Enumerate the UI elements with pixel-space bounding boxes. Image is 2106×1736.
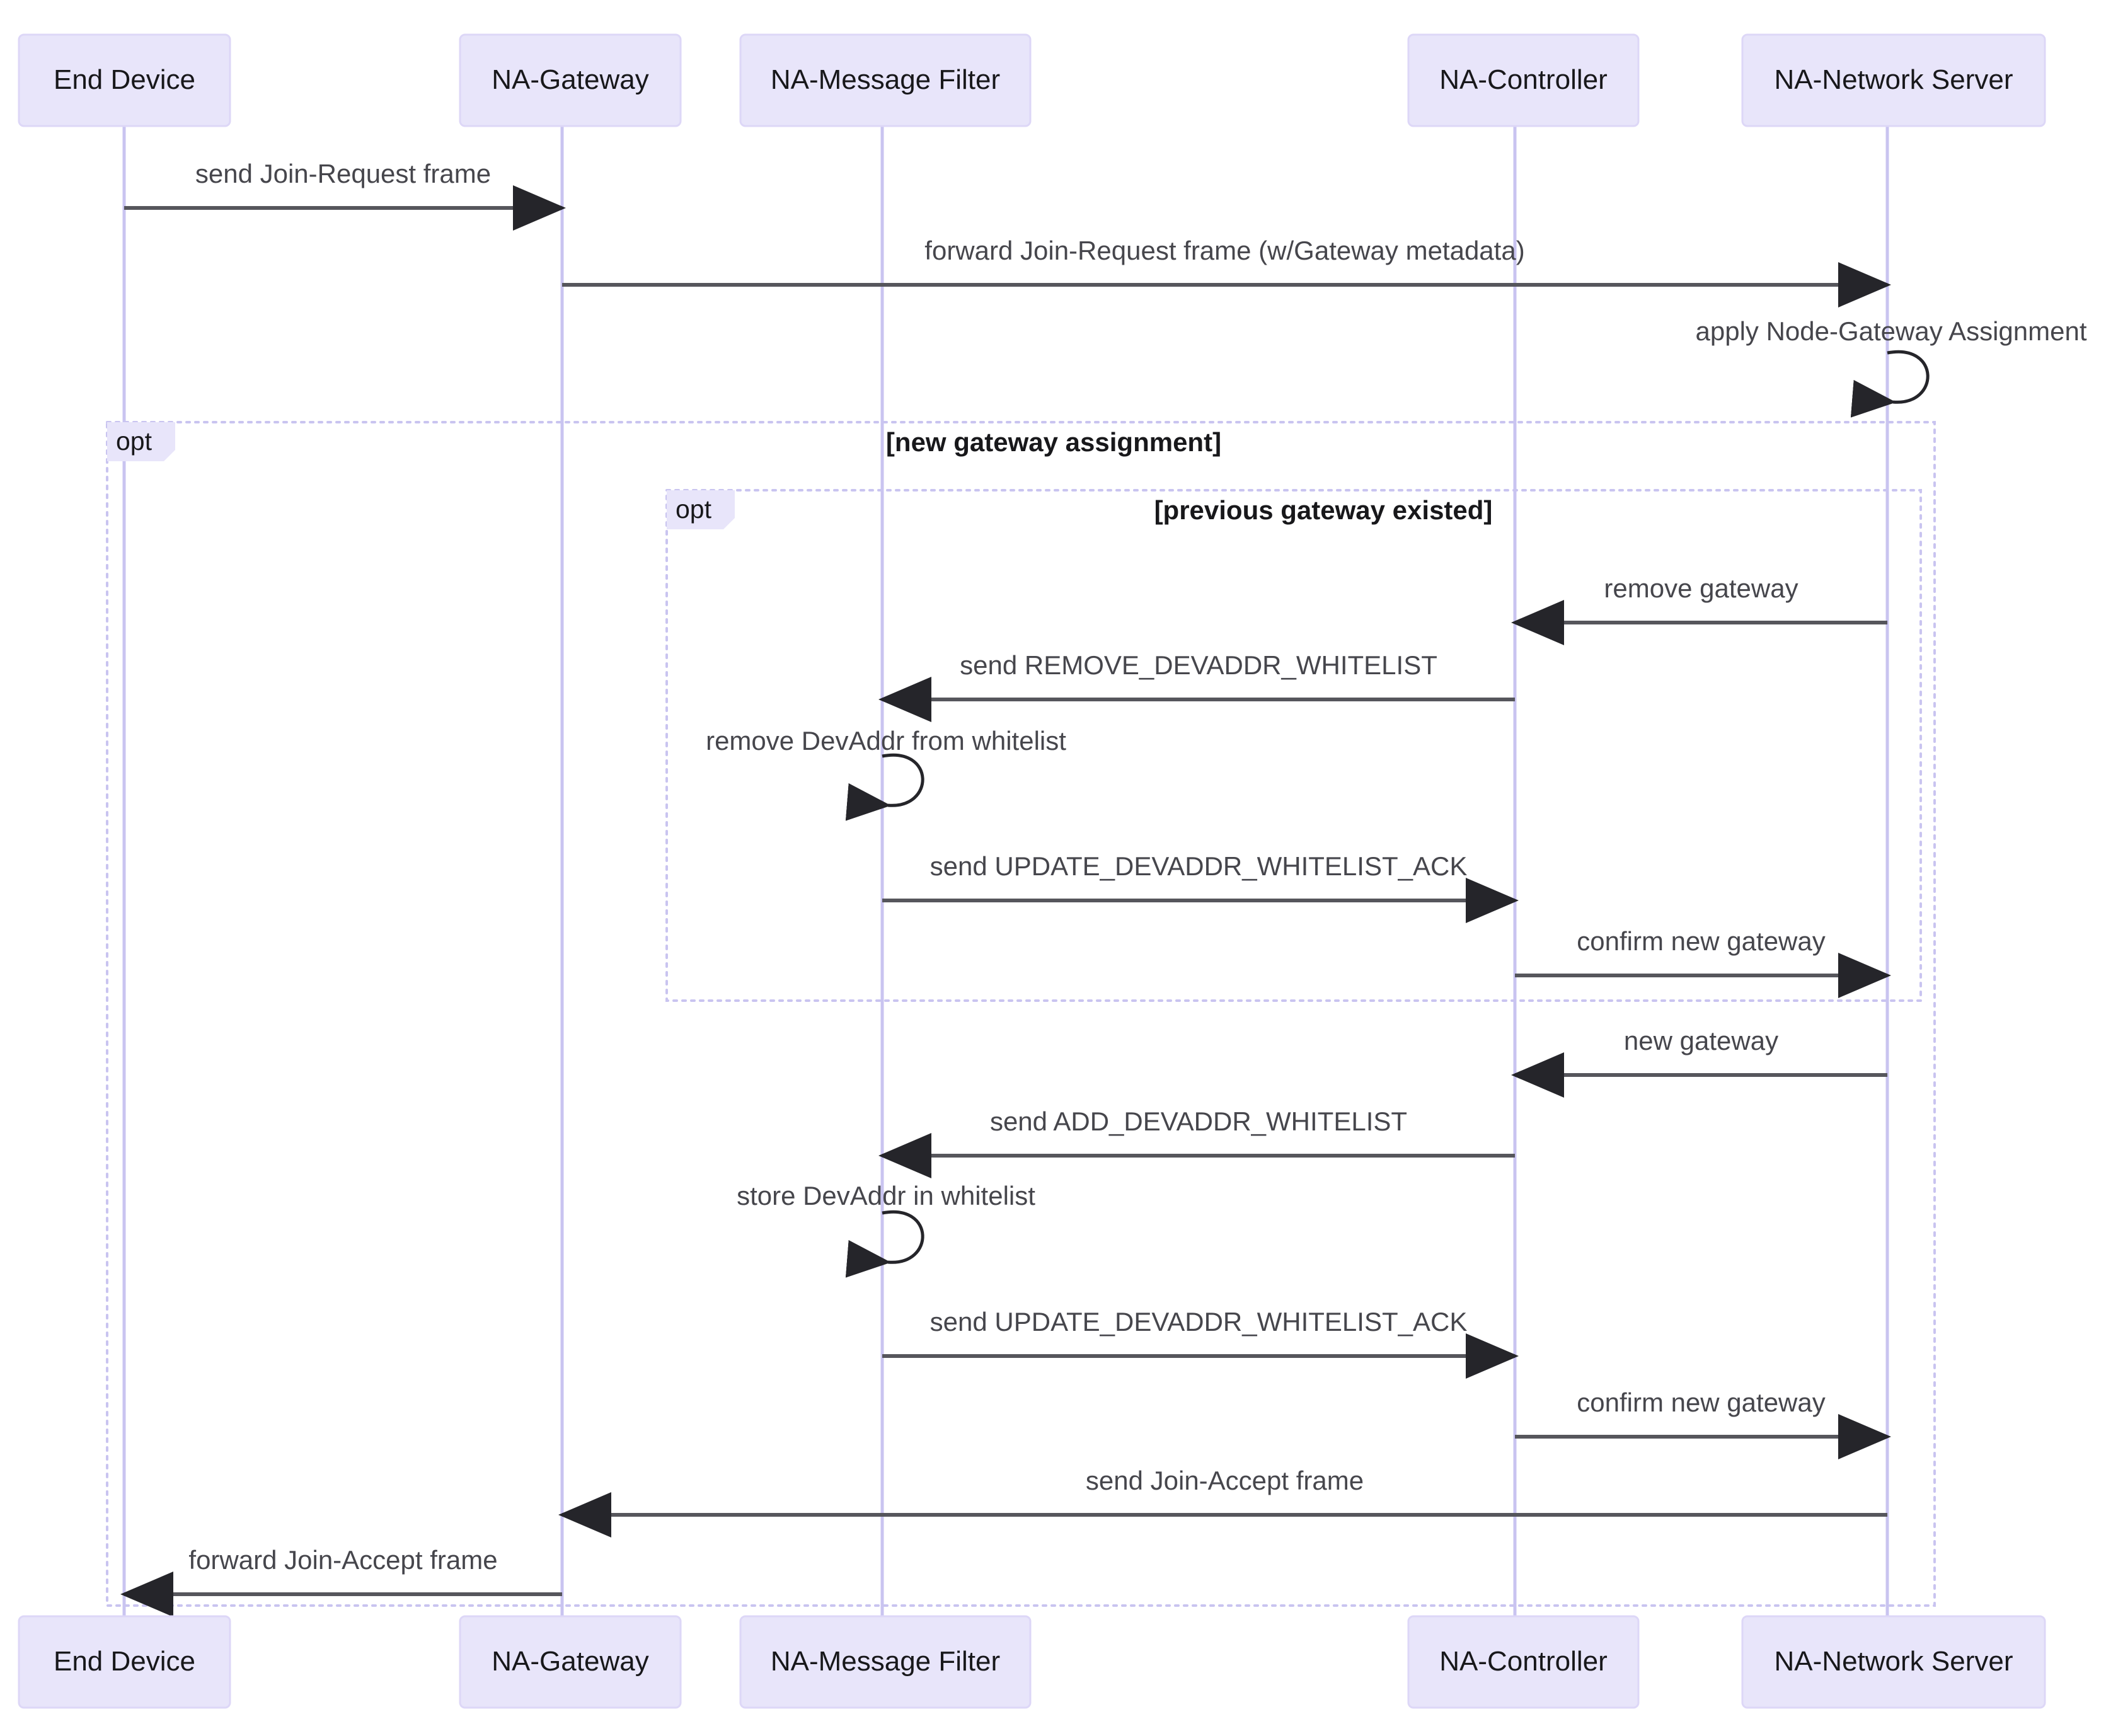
- participant-label: NA-Message Filter: [771, 64, 1000, 95]
- message-label: send Join-Accept frame: [1086, 1466, 1364, 1495]
- participant-footer-net_server[interactable]: NA-Network Server: [1741, 1615, 2046, 1709]
- message-self-loop: [1850, 350, 1930, 418]
- message-m4: remove gateway: [1511, 573, 1887, 645]
- participant-header-gateway[interactable]: NA-Gateway: [459, 33, 682, 127]
- message-label: forward Join-Accept frame: [188, 1545, 497, 1575]
- participant-box: [459, 1615, 682, 1709]
- message-label: store DevAddr in whitelist: [737, 1181, 1035, 1210]
- message-label: forward Join-Request frame (w/Gateway me…: [924, 236, 1524, 265]
- message-label: send REMOVE_DEVADDR_WHITELIST: [960, 650, 1437, 680]
- message-m1: send Join-Request frame: [124, 159, 566, 231]
- participant-box: [739, 33, 1032, 127]
- message-self-loop: [845, 1210, 924, 1278]
- actor-headers-group: End Device NA-Gateway NA-Message Filter NA-…: [18, 33, 2046, 127]
- participant-label: NA-Controller: [1439, 1646, 1608, 1677]
- fragment-tab: [667, 490, 735, 529]
- message-label: confirm new gateway: [1577, 926, 1826, 956]
- participant-label: NA-Controller: [1439, 64, 1608, 95]
- message-m15: forward Join-Accept frame: [120, 1545, 562, 1617]
- participant-footer-end_device[interactable]: End Device: [18, 1615, 231, 1709]
- participant-box: [18, 33, 231, 127]
- participant-footer-gateway[interactable]: NA-Gateway: [459, 1615, 682, 1709]
- fragment-kind-label: opt: [116, 427, 152, 456]
- message-m14: send Join-Accept frame: [558, 1466, 1887, 1538]
- message-label: remove gateway: [1604, 573, 1798, 603]
- fragment-border: [665, 489, 1922, 1002]
- participant-header-net_server[interactable]: NA-Network Server: [1741, 33, 2046, 127]
- message-m13: confirm new gateway: [1515, 1388, 1891, 1459]
- participant-header-controller[interactable]: NA-Controller: [1407, 33, 1640, 127]
- message-label: new gateway: [1624, 1026, 1778, 1055]
- message-label: send UPDATE_DEVADDR_WHITELIST_ACK: [930, 851, 1468, 881]
- message-self-loop: [845, 753, 924, 821]
- message-m2: forward Join-Request frame (w/Gateway me…: [562, 236, 1891, 308]
- fragment-condition-label: [new gateway assignment]: [886, 427, 1221, 457]
- participant-header-msg_filter[interactable]: NA-Message Filter: [739, 33, 1032, 127]
- message-m3: apply Node-Gateway Assignment: [1696, 316, 2087, 418]
- participant-box: [1741, 1615, 2046, 1709]
- participant-label: NA-Network Server: [1775, 1646, 2013, 1677]
- message-label: remove DevAddr from whitelist: [706, 726, 1066, 756]
- participant-label: NA-Gateway: [492, 1646, 648, 1677]
- fragment-border: [106, 421, 1936, 1607]
- participant-label: NA-Gateway: [492, 64, 648, 95]
- message-m10: send ADD_DEVADDR_WHITELIST: [878, 1107, 1515, 1178]
- participant-box: [1741, 33, 2046, 127]
- message-label: confirm new gateway: [1577, 1388, 1826, 1417]
- participant-label: End Device: [54, 64, 195, 95]
- fragment-tab: [107, 422, 175, 461]
- messages-group: send Join-Request frame forward Join-Requ…: [120, 159, 2087, 1617]
- message-m11: store DevAddr in whitelist: [737, 1181, 1035, 1278]
- participant-box: [1407, 1615, 1640, 1709]
- message-m6: remove DevAddr from whitelist: [706, 726, 1066, 821]
- message-m8: confirm new gateway: [1515, 926, 1891, 998]
- message-m5: send REMOVE_DEVADDR_WHITELIST: [878, 650, 1515, 722]
- fragment-kind-label: opt: [676, 495, 712, 524]
- message-label: send Join-Request frame: [195, 159, 491, 188]
- participant-footer-controller[interactable]: NA-Controller: [1407, 1615, 1640, 1709]
- participant-box: [1407, 33, 1640, 127]
- participant-footer-msg_filter[interactable]: NA-Message Filter: [739, 1615, 1032, 1709]
- message-m9: new gateway: [1511, 1026, 1887, 1098]
- fragments-group: opt [new gateway assignment] opt [previous …: [106, 421, 1936, 1607]
- participant-box: [18, 1615, 231, 1709]
- message-m12: send UPDATE_DEVADDR_WHITELIST_ACK: [882, 1307, 1519, 1379]
- participant-label: NA-Message Filter: [771, 1646, 1000, 1677]
- participant-label: NA-Network Server: [1775, 64, 2013, 95]
- message-m7: send UPDATE_DEVADDR_WHITELIST_ACK: [882, 851, 1519, 923]
- participant-header-end_device[interactable]: End Device: [18, 33, 231, 127]
- message-label: apply Node-Gateway Assignment: [1696, 316, 2087, 346]
- actor-footers-group: End Device NA-Gateway NA-Message Filter NA-…: [18, 1615, 2046, 1709]
- fragment-frag_inner: opt [previous gateway existed]: [665, 489, 1922, 1002]
- participant-label: End Device: [54, 1646, 195, 1677]
- fragment-frag_outer: opt [new gateway assignment]: [106, 421, 1936, 1607]
- participant-box: [739, 1615, 1032, 1709]
- message-label: send ADD_DEVADDR_WHITELIST: [990, 1107, 1407, 1136]
- message-label: send UPDATE_DEVADDR_WHITELIST_ACK: [930, 1307, 1468, 1336]
- participant-box: [459, 33, 682, 127]
- fragment-condition-label: [previous gateway existed]: [1154, 495, 1493, 525]
